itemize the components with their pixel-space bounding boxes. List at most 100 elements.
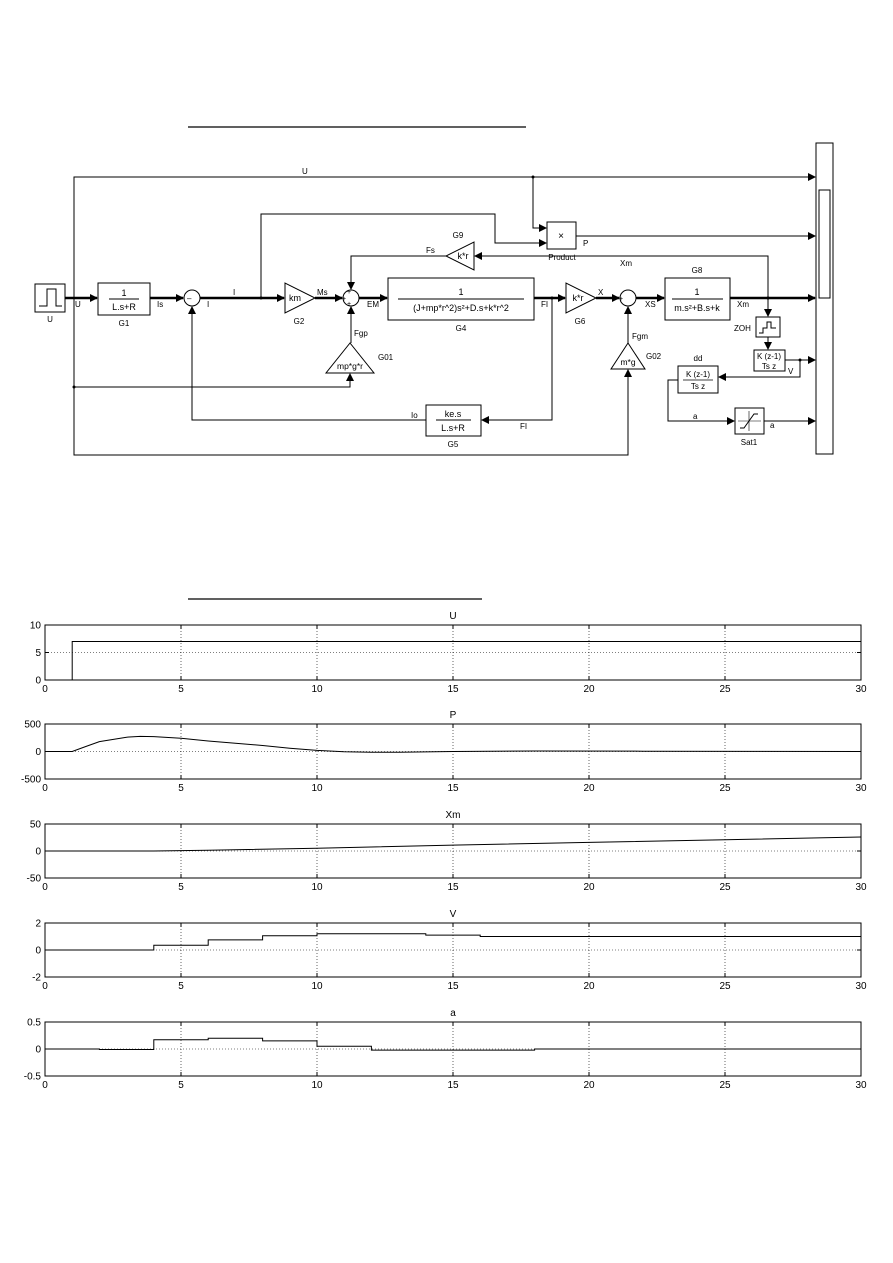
x-tick-label: 5 (178, 684, 184, 695)
g1-numerator: 1 (121, 288, 126, 298)
signal-label-a2: a (770, 421, 775, 430)
x-tick-label: 0 (42, 1080, 48, 1091)
y-tick-label: 0 (35, 847, 41, 858)
series-line-xm (45, 836, 862, 852)
signal-label-fi2: FI (520, 422, 527, 431)
x-tick-label: 20 (583, 783, 595, 794)
y-tick-label: 0 (35, 1045, 41, 1056)
product-name: Product (548, 253, 576, 262)
g5-block: ke.s L.s+R G5 (425, 404, 482, 449)
signal-label-xm2: Xm (737, 300, 749, 309)
y-tick-label: 50 (30, 820, 42, 831)
x-tick-label: 10 (311, 684, 323, 695)
derivative-a-block: dd K (z-1) Ts z (677, 354, 719, 394)
wire-g9-sum (347, 255, 446, 290)
series-line-p (45, 735, 862, 753)
x-tick-label: 5 (178, 1080, 184, 1091)
series-line-v (45, 933, 861, 951)
step-source-block: U (34, 283, 66, 324)
y-tick-label: 0 (35, 747, 41, 758)
x-tick-label: 0 (42, 684, 48, 695)
wire-v-deriv2 (718, 360, 801, 381)
x-tick-label: 30 (855, 882, 867, 893)
signal-label-i1: I (207, 300, 209, 309)
g8-block: 1 m.s²+B.s+k G8 (664, 266, 731, 321)
x-tick-label: 0 (42, 981, 48, 992)
wire-xm-g9 (474, 252, 769, 298)
x-tick-label: 15 (447, 981, 459, 992)
sum-moments-plus-bottom: + (347, 301, 351, 308)
sum-current-minus: – (187, 294, 192, 303)
series-line-a (45, 1037, 861, 1051)
x-tick-label: 5 (178, 882, 184, 893)
g6-text: k*r (573, 293, 584, 303)
x-tick-label: 25 (719, 981, 731, 992)
chart-title: a (450, 1008, 456, 1019)
g02-text: m*g (620, 357, 635, 367)
x-tick-label: 20 (583, 882, 595, 893)
y-tick-label: 2 (35, 919, 41, 930)
signal-label-x: X (598, 288, 604, 297)
g8-name: G8 (692, 266, 703, 275)
y-tick-label: 5 (35, 648, 41, 659)
g1-name: G1 (119, 319, 130, 328)
signal-label-i2: I (233, 288, 235, 297)
x-tick-label: 25 (719, 882, 731, 893)
signal-label-u-in: U (75, 300, 81, 309)
signal-label-u-top: U (302, 167, 308, 176)
g02-name: G02 (646, 352, 662, 361)
x-tick-label: 25 (719, 1080, 731, 1091)
deriv2-title: dd (694, 354, 703, 363)
sum-position-minus: – (626, 301, 631, 310)
wire-u-product (532, 177, 547, 232)
wire-u-scope (73, 173, 816, 298)
zoh-icon (759, 321, 776, 334)
x-tick-label: 10 (311, 981, 323, 992)
signal-label-fgp: Fgp (354, 329, 368, 338)
block-diagram: U 1 L.s+R G1 – km G2 + + + 1 (J+mp*r^ (34, 142, 834, 456)
deriv1-numerator: K (z-1) (757, 352, 781, 361)
y-tick-label: -50 (27, 874, 42, 885)
g1-block: 1 L.s+R G1 (97, 282, 151, 328)
g9-name: G9 (453, 231, 464, 240)
g5-denominator: L.s+R (441, 423, 465, 433)
x-tick-label: 20 (583, 981, 595, 992)
x-tick-label: 10 (311, 882, 323, 893)
g01-name: G01 (378, 353, 394, 362)
chart-title: P (450, 710, 457, 721)
product-block: × Product (546, 221, 577, 262)
signal-label-xm1: Xm (620, 259, 632, 268)
x-tick-label: 10 (311, 783, 323, 794)
g4-block: 1 (J+mp*r^2)s²+D.s+k*r^2 G4 (387, 277, 535, 333)
g4-name: G4 (456, 324, 467, 333)
x-tick-label: 20 (583, 684, 595, 695)
x-tick-label: 0 (42, 783, 48, 794)
g1-denominator: L.s+R (112, 302, 136, 312)
signal-label-v: V (788, 367, 794, 376)
g8-denominator: m.s²+B.s+k (674, 303, 720, 313)
g4-numerator: 1 (458, 287, 463, 297)
wire-fi-g5 (481, 298, 553, 424)
series-line-u (45, 641, 861, 681)
x-tick-label: 5 (178, 783, 184, 794)
signal-label-fs: Fs (426, 246, 435, 255)
x-tick-label: 30 (855, 684, 867, 695)
y-tick-label: -0.5 (24, 1072, 42, 1083)
x-tick-label: 30 (855, 783, 867, 794)
signal-label-ms: Ms (317, 288, 328, 297)
g9-block: k*r G9 (444, 231, 475, 271)
x-tick-label: 30 (855, 981, 867, 992)
sum-moments-plus-top: + (347, 289, 351, 296)
y-tick-label: 10 (30, 621, 42, 632)
x-tick-label: 15 (447, 1080, 459, 1091)
x-tick-label: 0 (42, 882, 48, 893)
y-tick-label: 500 (24, 720, 41, 731)
g6-block: k*r G6 (565, 282, 598, 326)
saturation-block: Sat1 (734, 407, 765, 447)
derivative-v-block: K (z-1) Ts z (753, 349, 786, 372)
chart-title: V (450, 909, 457, 920)
